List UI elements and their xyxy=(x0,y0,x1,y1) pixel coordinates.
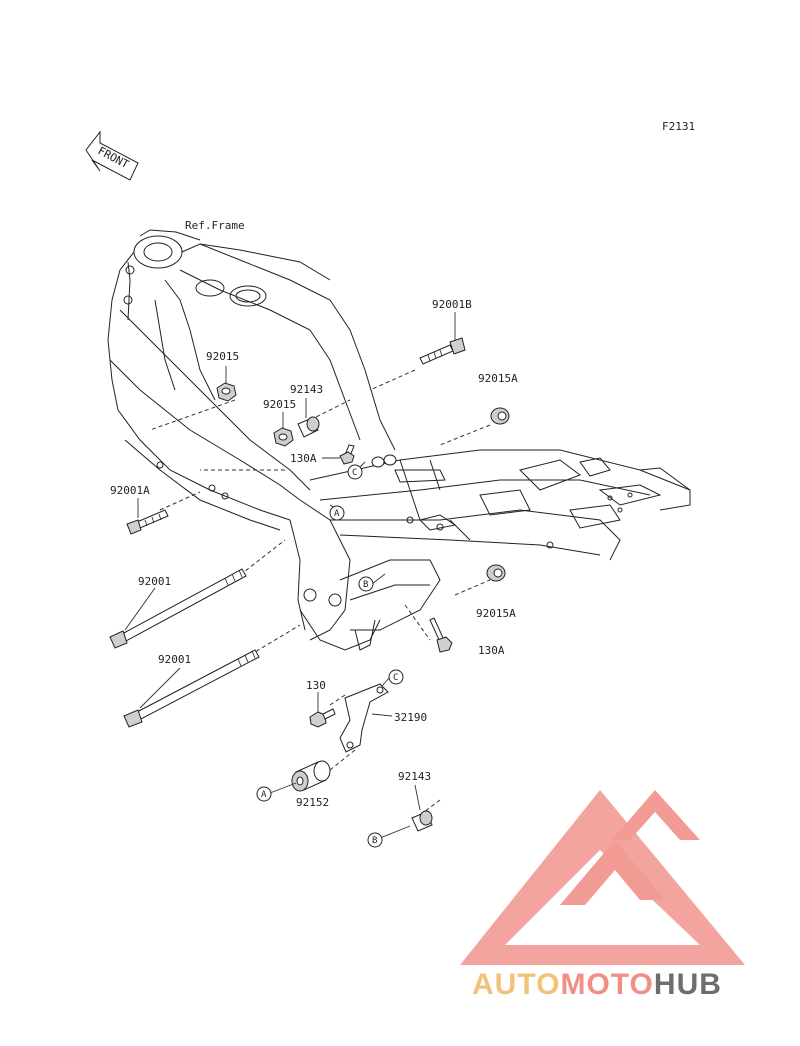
ref-marker-b-collar: B xyxy=(372,836,377,846)
collar-92143-upper xyxy=(297,416,320,438)
bolt-92001-long-1 xyxy=(109,568,247,649)
watermark-peak xyxy=(612,790,700,840)
ref-marker-a-frame: A xyxy=(334,509,340,519)
callout-92001a: 92001A xyxy=(110,484,150,497)
callout-92152: 92152 xyxy=(296,796,329,809)
callout-130a-upper: 130A xyxy=(290,452,317,465)
callout-92143-upper: 92143 xyxy=(290,383,323,396)
watermark-logo: AUTOMOTOHUB xyxy=(460,790,745,1001)
callout-130: 130 xyxy=(306,679,326,692)
collar-92143-lower xyxy=(411,810,433,832)
bolt-92001-long-2 xyxy=(123,649,260,728)
ref-marker-b-frame: B xyxy=(363,580,368,590)
ref-marker-a-spacer: A xyxy=(261,790,267,800)
callout-130a-lower: 130A xyxy=(478,644,505,657)
callout-92015-upper: 92015 xyxy=(206,350,239,363)
nut-92015-upper xyxy=(216,382,237,402)
bolt-130 xyxy=(309,708,336,728)
bracket-32190 xyxy=(339,683,389,753)
alignment-lines xyxy=(149,369,491,816)
washers-near-c xyxy=(371,454,397,468)
callout-92015-lower: 92015 xyxy=(263,398,296,411)
callout-labels: 92001B 92015A 92015 92143 92015 130A 920… xyxy=(110,298,518,809)
ref-marker-c-frame: C xyxy=(352,468,357,478)
callout-92015a-upper: 92015A xyxy=(478,372,518,385)
watermark-m-shape xyxy=(560,840,665,905)
callout-32190: 32190 xyxy=(394,711,427,724)
front-label: FRONT xyxy=(96,144,132,171)
watermark-triangle-inner xyxy=(505,850,700,945)
ref-frame-label: Ref.Frame xyxy=(185,219,245,232)
bolt-130a-upper xyxy=(339,444,355,465)
callout-92001-2: 92001 xyxy=(158,653,191,666)
callout-92001-1: 92001 xyxy=(138,575,171,588)
collar-92015a-upper xyxy=(490,407,510,425)
callout-92015a-lower: 92015A xyxy=(476,607,516,620)
figure-code: F2131 xyxy=(662,120,695,133)
ref-markers: A B C C A B xyxy=(256,464,404,848)
bolt-130a-lower xyxy=(429,617,453,653)
watermark-text: AUTOMOTOHUB xyxy=(472,968,722,1001)
watermark-text-moto: MOTO xyxy=(560,968,653,1001)
watermark-text-hub: HUB xyxy=(654,968,722,1001)
collar-92015a-lower xyxy=(486,564,506,582)
watermark-text-auto: AUTO xyxy=(472,968,560,1001)
nut-92015-lower xyxy=(273,427,294,447)
leader-lines xyxy=(124,312,456,839)
callout-92143-lower: 92143 xyxy=(398,770,431,783)
bolt-92001a xyxy=(126,509,169,535)
bolt-92001b xyxy=(419,337,466,365)
front-arrow-icon: FRONT xyxy=(85,130,139,181)
motorcycle-frame-drawing xyxy=(107,229,691,651)
ref-marker-c-bracket: C xyxy=(393,673,398,683)
callout-92001b: 92001B xyxy=(432,298,472,311)
spacer-92152 xyxy=(291,760,331,792)
